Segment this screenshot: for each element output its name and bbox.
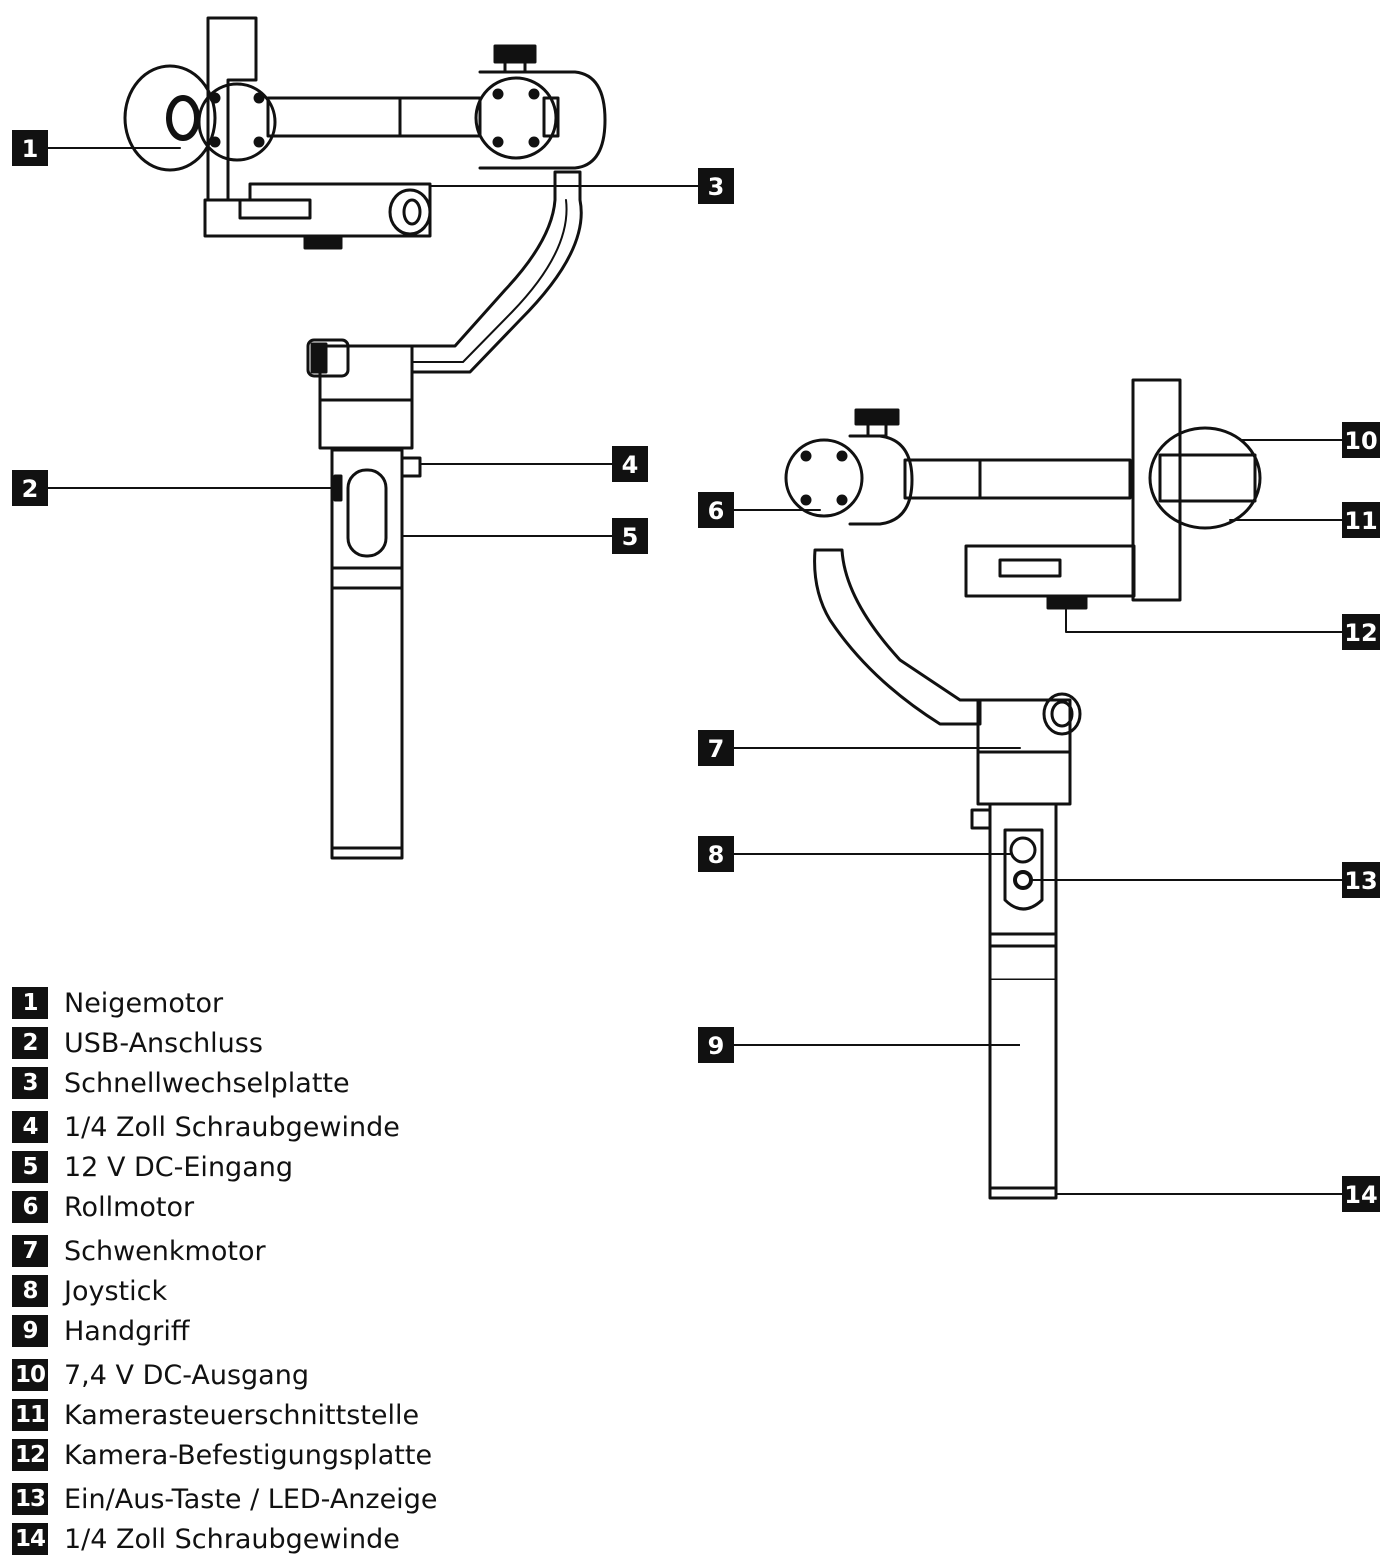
quick-release-plate bbox=[203, 182, 432, 250]
back-tilt-motor bbox=[1148, 426, 1262, 530]
svg-text:10: 10 bbox=[1344, 427, 1377, 455]
cross-arm bbox=[266, 96, 482, 138]
legend-label: Ein/Aus-Taste / LED-Anzeige bbox=[64, 1483, 438, 1515]
leader-lines-lower bbox=[734, 1044, 1342, 1195]
legend-badge: 14 bbox=[12, 1523, 48, 1555]
legend-label: Kamerasteuerschnittstelle bbox=[64, 1399, 420, 1431]
legend-badge: 2 bbox=[12, 1027, 48, 1059]
callout-7: 7 bbox=[698, 730, 734, 766]
legend-label: USB-Anschluss bbox=[64, 1027, 263, 1059]
legend-label: Schnellwechselplatte bbox=[64, 1067, 350, 1099]
svg-text:4: 4 bbox=[622, 451, 639, 479]
legend-item: 13 Ein/Aus-Taste / LED-Anzeige bbox=[12, 1482, 437, 1516]
leader-lines bbox=[47, 147, 1343, 881]
legend-badge: 6 bbox=[12, 1191, 48, 1223]
legend-label: 7,4 V DC-Ausgang bbox=[64, 1359, 309, 1391]
gimbal-front-view bbox=[123, 16, 607, 860]
legend-item: 2 USB-Anschluss bbox=[12, 1026, 263, 1060]
legend-item: 7 Schwenkmotor bbox=[12, 1234, 266, 1268]
legend-badge: 12 bbox=[12, 1439, 48, 1471]
legend-item: 4 1/4 Zoll Schraubgewinde bbox=[12, 1110, 400, 1144]
callout-14: 14 bbox=[1342, 1176, 1380, 1212]
right-control-body bbox=[970, 802, 1058, 936]
legend-badge: 1 bbox=[12, 987, 48, 1019]
gimbal-back-view-lower: 9 14 bbox=[698, 980, 1380, 1212]
svg-text:2: 2 bbox=[22, 475, 39, 503]
svg-text:1: 1 bbox=[22, 135, 39, 163]
legend-label: Neigemotor bbox=[64, 987, 224, 1019]
legend-badge: 9 bbox=[12, 1315, 48, 1347]
legend-item: 11 Kamerasteuerschnittstelle bbox=[12, 1398, 419, 1432]
legend-item: 14 1/4 Zoll Schraubgewinde bbox=[12, 1522, 400, 1556]
legend-label: 1/4 Zoll Schraubgewinde bbox=[64, 1523, 400, 1555]
legend-badge: 3 bbox=[12, 1067, 48, 1099]
legend-badge: 11 bbox=[12, 1399, 48, 1431]
right-handle-lower bbox=[988, 980, 1058, 1200]
legend-label: 12 V DC-Eingang bbox=[64, 1151, 293, 1183]
svg-text:12: 12 bbox=[1344, 619, 1377, 647]
legend-badge: 10 bbox=[12, 1359, 48, 1391]
svg-text:11: 11 bbox=[1344, 507, 1377, 535]
callout-11: 11 bbox=[1342, 502, 1380, 538]
callout-1: 1 bbox=[12, 130, 48, 166]
callout-3: 3 bbox=[698, 168, 734, 204]
legend-badge: 5 bbox=[12, 1151, 48, 1183]
svg-text:7: 7 bbox=[708, 735, 725, 763]
legend-item: 6 Rollmotor bbox=[12, 1190, 194, 1224]
callout-8: 8 bbox=[698, 836, 734, 872]
legend-item: 10 7,4 V DC-Ausgang bbox=[12, 1358, 309, 1392]
callout-10: 10 bbox=[1342, 422, 1380, 458]
right-curved-arm bbox=[813, 548, 982, 726]
svg-text:3: 3 bbox=[708, 173, 725, 201]
left-pan-motor bbox=[306, 338, 414, 450]
legend-label: Joystick bbox=[64, 1275, 168, 1307]
right-handle bbox=[988, 932, 1058, 980]
left-control-body bbox=[330, 448, 422, 570]
legend-item: 5 12 V DC-Eingang bbox=[12, 1150, 293, 1184]
legend-item: 1 Neigemotor bbox=[12, 986, 223, 1020]
gimbal-back-view bbox=[784, 378, 1262, 980]
callout-13: 13 bbox=[1342, 862, 1380, 898]
svg-text:6: 6 bbox=[708, 497, 725, 525]
legend-badge: 4 bbox=[12, 1111, 48, 1143]
svg-text:5: 5 bbox=[622, 523, 639, 551]
legend-label: Handgriff bbox=[64, 1315, 190, 1347]
callout-2: 2 bbox=[12, 470, 48, 506]
roll-motor-housing bbox=[474, 44, 607, 170]
legend-badge: 7 bbox=[12, 1235, 48, 1267]
legend-item: 12 Kamera-Befestigungsplatte bbox=[12, 1438, 432, 1472]
callout-9: 9 bbox=[698, 1027, 734, 1063]
callout-12: 12 bbox=[1342, 614, 1380, 650]
svg-text:14: 14 bbox=[1344, 1181, 1377, 1209]
back-cross-arm bbox=[903, 458, 1132, 500]
svg-text:9: 9 bbox=[708, 1032, 725, 1060]
svg-text:8: 8 bbox=[708, 841, 725, 869]
svg-text:13: 13 bbox=[1344, 867, 1377, 895]
left-motor-plate bbox=[197, 82, 277, 162]
legend-item: 9 Handgriff bbox=[12, 1314, 189, 1348]
callout-5: 5 bbox=[612, 518, 648, 554]
left-handle bbox=[330, 566, 404, 860]
legend-badge: 8 bbox=[12, 1275, 48, 1307]
roll-motor bbox=[784, 408, 914, 526]
callout-6: 6 bbox=[698, 492, 734, 528]
tilt-motor bbox=[123, 64, 217, 172]
legend-label: Kamera-Befestigungsplatte bbox=[64, 1439, 433, 1471]
legend-label: Schwenkmotor bbox=[64, 1235, 266, 1267]
legend-item: 3 Schnellwechselplatte bbox=[12, 1066, 350, 1100]
camera-mount-plate bbox=[964, 544, 1136, 610]
callout-4: 4 bbox=[612, 446, 648, 482]
legend-badge: 13 bbox=[12, 1483, 48, 1515]
left-curved-arm bbox=[410, 170, 583, 374]
back-bracket bbox=[1131, 378, 1182, 602]
legend-item: 8 Joystick bbox=[12, 1274, 167, 1308]
gimbal-diagram: 1 2 3 4 5 6 7 8 10 11 12 13 bbox=[12, 16, 1380, 980]
legend-label: Rollmotor bbox=[64, 1191, 195, 1223]
legend-label: 1/4 Zoll Schraubgewinde bbox=[64, 1111, 400, 1143]
